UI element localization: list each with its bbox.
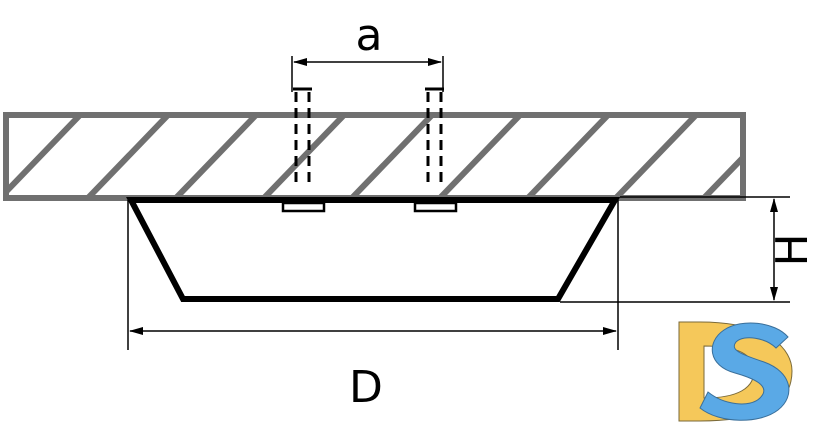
mounting-screw-right: [413, 87, 458, 213]
ceiling-hatch: [6, 115, 743, 198]
ds-logo: [678, 321, 793, 422]
logo-s-shape: [699, 322, 790, 421]
dimension-h-label: H: [767, 233, 818, 266]
dimension-a-label: a: [356, 10, 383, 61]
ceiling-slab: [3, 112, 746, 201]
dimension-d-label: D: [349, 362, 383, 413]
dimension-h: [560, 196, 790, 303]
dimension-d: [127, 200, 619, 350]
dimension-a: [291, 56, 444, 92]
ceiling-outline: [3, 112, 746, 201]
fixture-body: [126, 197, 621, 302]
mounting-screw-left: [281, 87, 326, 213]
